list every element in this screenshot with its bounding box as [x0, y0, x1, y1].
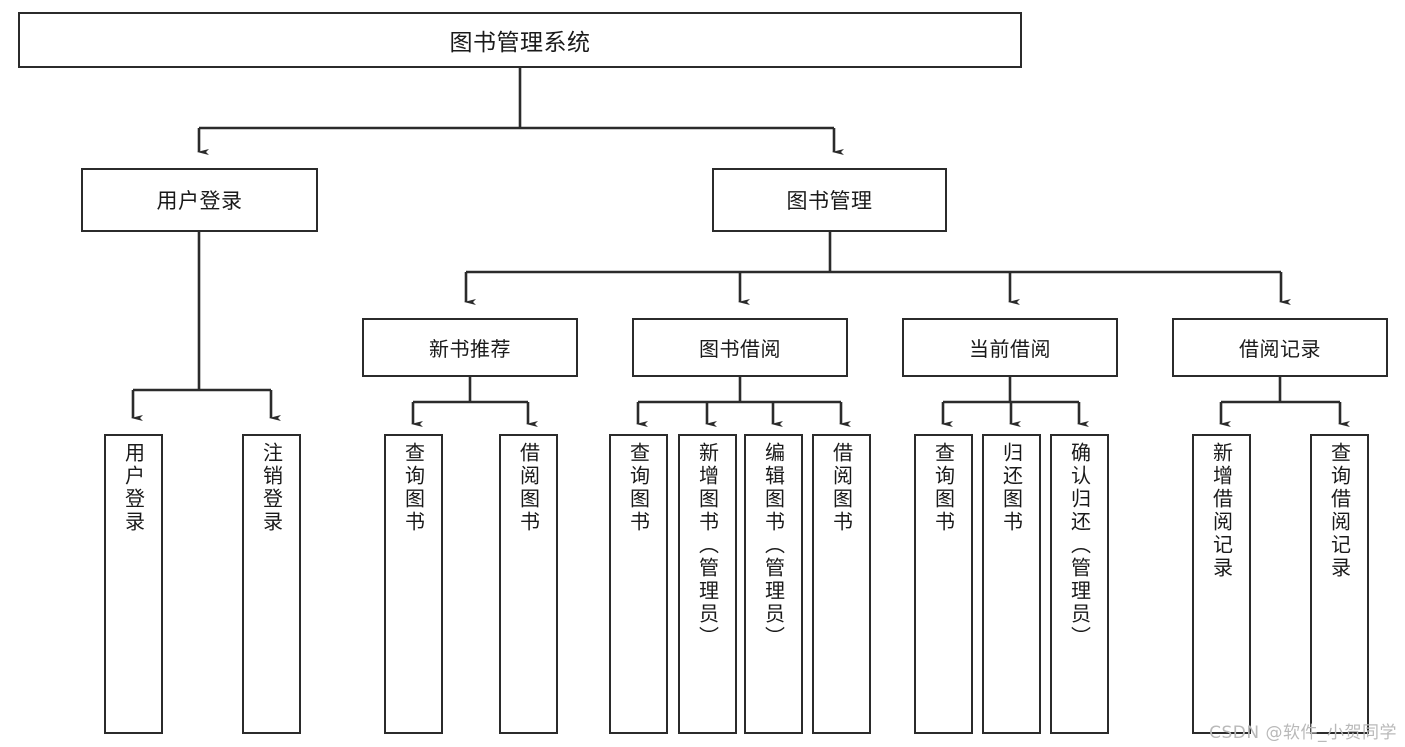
leaf-return-book[interactable]: 归还图书 — [982, 434, 1041, 734]
node-book-management[interactable]: 图书管理 — [712, 168, 947, 232]
node-current-borrow[interactable]: 当前借阅 — [902, 318, 1118, 377]
node-label: 图书管理 — [786, 189, 873, 213]
node-label: 新增借阅记录 — [1209, 442, 1234, 580]
node-label: 用户登录 — [121, 442, 146, 534]
node-label: 归还图书 — [999, 442, 1024, 534]
leaf-query-book-recommend[interactable]: 查询图书 — [384, 434, 443, 734]
node-label: 查询图书 — [401, 442, 426, 534]
node-label: 图书管理系统 — [449, 30, 591, 56]
node-label: 新书推荐 — [429, 337, 511, 361]
node-label: 查询借阅记录 — [1327, 442, 1352, 580]
leaf-add-borrow-record[interactable]: 新增借阅记录 — [1192, 434, 1251, 734]
node-label: 图书借阅 — [699, 337, 781, 361]
node-label: 用户登录 — [156, 189, 243, 213]
leaf-query-book-current[interactable]: 查询图书 — [914, 434, 973, 734]
leaf-confirm-return-admin[interactable]: 确认归还（管理员） — [1050, 434, 1109, 734]
node-label: 借阅记录 — [1239, 337, 1321, 361]
leaf-user-login[interactable]: 用户登录 — [104, 434, 163, 734]
node-label: 借阅图书 — [829, 442, 854, 534]
node-label: 查询图书 — [626, 442, 651, 534]
node-borrow-record[interactable]: 借阅记录 — [1172, 318, 1388, 377]
node-book-borrow[interactable]: 图书借阅 — [632, 318, 848, 377]
node-label: 编辑图书（管理员） — [761, 442, 786, 649]
node-label: 注销登录 — [259, 442, 284, 534]
leaf-add-book-admin[interactable]: 新增图书（管理员） — [678, 434, 737, 734]
node-label: 当前借阅 — [969, 337, 1051, 361]
node-root-book-management-system[interactable]: 图书管理系统 — [18, 12, 1022, 68]
watermark-text: CSDN @软件_小贺同学 — [1209, 723, 1397, 743]
node-label: 借阅图书 — [516, 442, 541, 534]
node-label: 新增图书（管理员） — [695, 442, 720, 649]
leaf-query-book-borrow[interactable]: 查询图书 — [609, 434, 668, 734]
node-new-book-recommend[interactable]: 新书推荐 — [362, 318, 578, 377]
node-label: 查询图书 — [931, 442, 956, 534]
leaf-borrow-book[interactable]: 借阅图书 — [812, 434, 871, 734]
leaf-edit-book-admin[interactable]: 编辑图书（管理员） — [744, 434, 803, 734]
leaf-borrow-book-recommend[interactable]: 借阅图书 — [499, 434, 558, 734]
node-label: 确认归还（管理员） — [1067, 442, 1092, 649]
leaf-query-borrow-record[interactable]: 查询借阅记录 — [1310, 434, 1369, 734]
leaf-logout-login[interactable]: 注销登录 — [242, 434, 301, 734]
node-user-login[interactable]: 用户登录 — [81, 168, 318, 232]
